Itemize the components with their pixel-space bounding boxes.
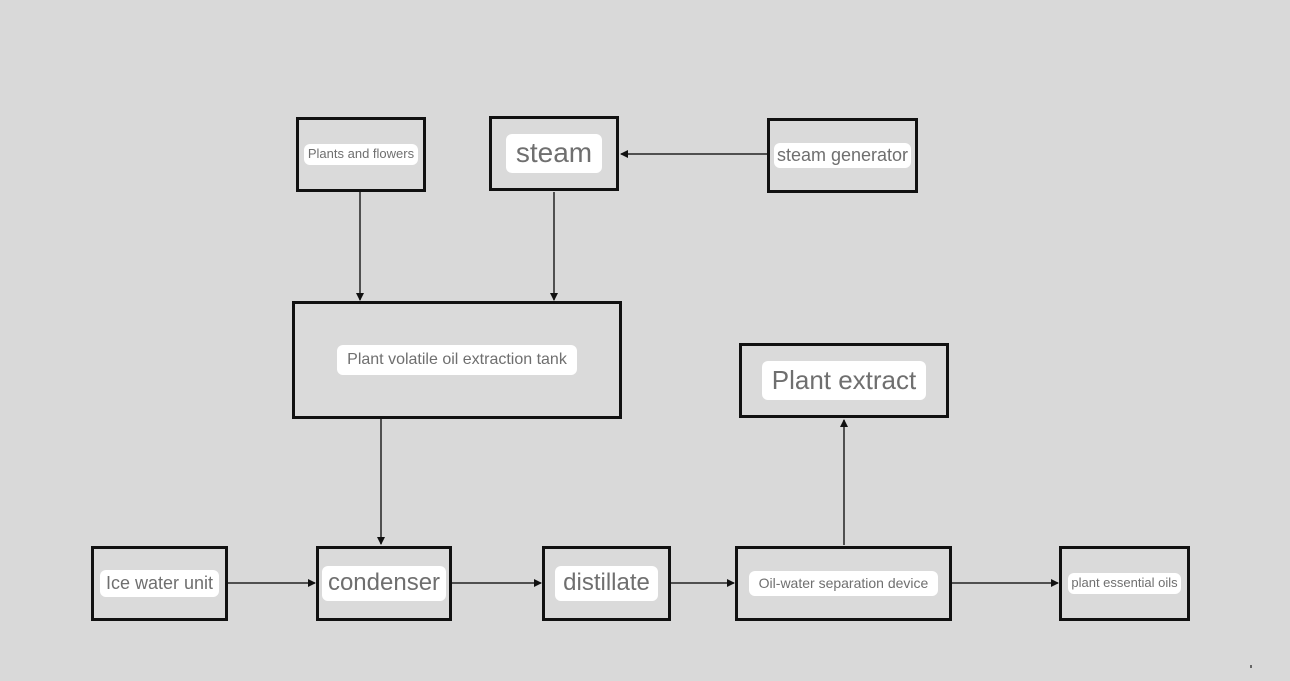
node-label: plant essential oils: [1068, 573, 1181, 594]
stray-mark: [1250, 665, 1252, 668]
node-label: Plants and flowers: [303, 144, 419, 165]
node-oil-water-separation: Oil-water separation device: [735, 546, 952, 621]
node-extraction-tank: Plant volatile oil extraction tank: [292, 301, 622, 419]
node-label: Oil-water separation device: [748, 570, 939, 597]
node-label: condenser: [321, 566, 447, 601]
node-condenser: condenser: [316, 546, 452, 621]
node-label: steam generator: [773, 142, 912, 169]
node-plant-extract: Plant extract: [739, 343, 949, 418]
node-ice-water-unit: Ice water unit: [91, 546, 228, 621]
node-distillate: distillate: [542, 546, 671, 621]
node-steam: steam: [489, 116, 619, 191]
node-plants-and-flowers: Plants and flowers: [296, 117, 426, 192]
node-label: distillate: [555, 566, 658, 601]
node-steam-generator: steam generator: [767, 118, 918, 193]
node-label: steam: [505, 134, 603, 173]
node-label: Ice water unit: [99, 569, 220, 598]
node-label: Plant volatile oil extraction tank: [337, 345, 577, 375]
node-label: Plant extract: [761, 361, 927, 400]
node-plant-essential-oils: plant essential oils: [1059, 546, 1190, 621]
